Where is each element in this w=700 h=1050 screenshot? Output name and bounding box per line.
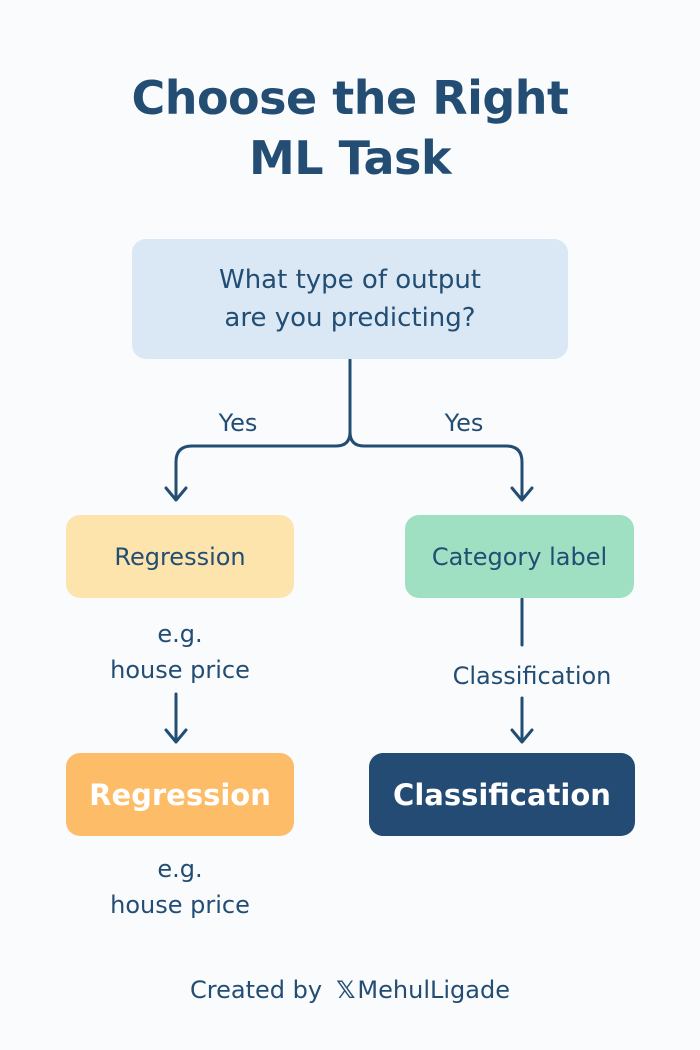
classification-box: Classification bbox=[369, 753, 635, 836]
footer-prefix: Created by bbox=[190, 976, 323, 1004]
regression-box-dark: Regression bbox=[66, 753, 294, 836]
question-box: What type of output are you predicting? bbox=[132, 239, 568, 359]
example-1-line-2: house price bbox=[110, 656, 250, 684]
arrowhead-right-2 bbox=[510, 728, 534, 744]
example-house-price-2: e.g. house price bbox=[80, 851, 280, 923]
arrowhead-left-1 bbox=[164, 486, 188, 502]
title-line-1: Choose the Right bbox=[131, 71, 569, 125]
classification-edge-label: Classification bbox=[452, 662, 612, 690]
footer-credit: Created by 𝕏MehulLigade bbox=[0, 972, 700, 1008]
example-house-price-1: e.g. house price bbox=[80, 616, 280, 688]
example-2-line-1: e.g. bbox=[157, 855, 203, 883]
yes-left-label: Yes bbox=[218, 409, 258, 437]
example-2-line-2: house price bbox=[110, 891, 250, 919]
footer-handle[interactable]: MehulLigade bbox=[357, 976, 510, 1004]
regression-box-light: Regression bbox=[66, 515, 294, 598]
example-1-line-1: e.g. bbox=[157, 620, 203, 648]
title-line-2: ML Task bbox=[248, 131, 452, 185]
question-line-2: are you predicting? bbox=[224, 303, 476, 333]
x-icon: 𝕏 bbox=[336, 976, 356, 1004]
category-label-box: Category label bbox=[405, 515, 634, 598]
arrowhead-right-1 bbox=[510, 486, 534, 502]
yes-right-label: Yes bbox=[444, 409, 484, 437]
connector-right-branch bbox=[348, 430, 524, 500]
question-line-1: What type of output bbox=[218, 265, 481, 295]
arrowhead-left-2 bbox=[164, 728, 188, 744]
